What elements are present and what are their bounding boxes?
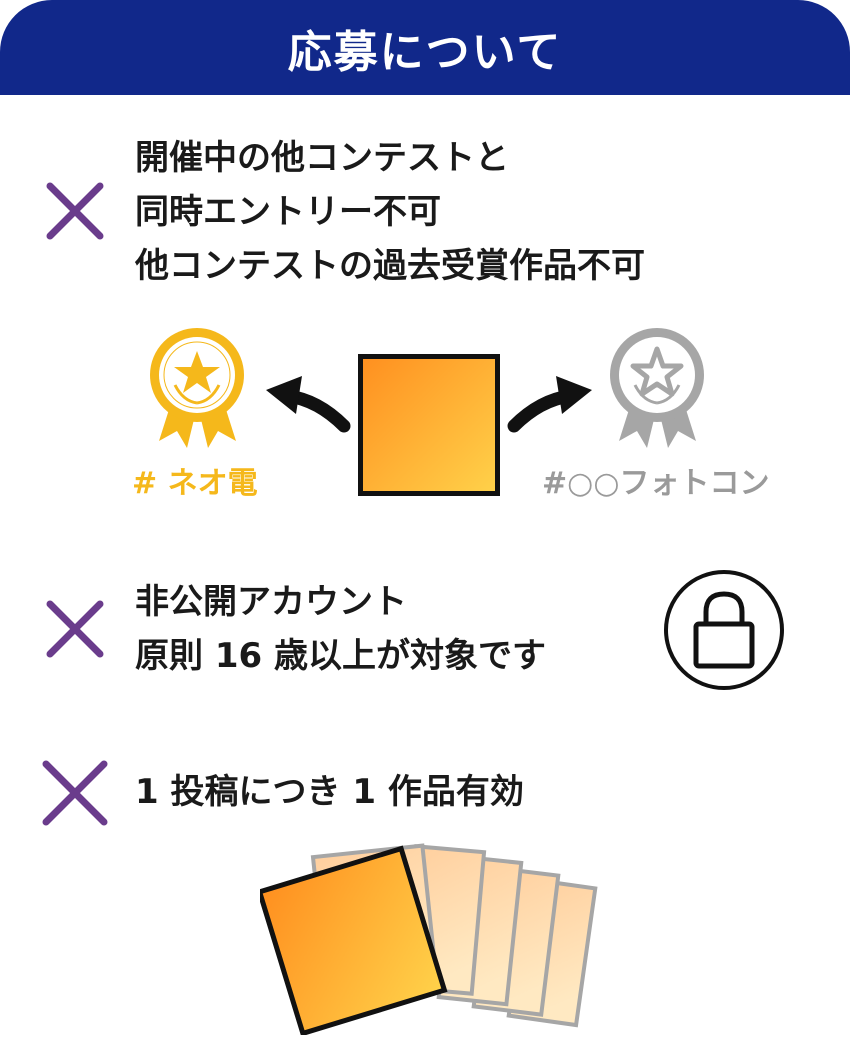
rule-2-line-2: 原則 16 歳以上が対象です	[135, 636, 546, 676]
section-header	[0, 0, 850, 95]
photo-stack-illustration	[260, 843, 598, 1035]
rule-1-line-3: 他コンテストの過去受賞作品不可	[135, 246, 645, 286]
rule-3-text: 1 投稿につき 1 作品有効	[135, 765, 524, 819]
rule-2-text: 非公開アカウント 原則 16 歳以上が対象です	[135, 575, 546, 683]
rule-1-line-1: 開催中の他コンテストと	[135, 138, 509, 178]
rule-1-text: 開催中の他コンテストと 同時エントリー不可 他コンテストの過去受賞作品不可	[135, 131, 645, 293]
rule-1-line-2: 同時エントリー不可	[135, 192, 441, 232]
arrow-left-icon	[266, 376, 351, 433]
gold-medal-icon	[150, 328, 244, 448]
rule-3-line-1: 1 投稿につき 1 作品有効	[135, 772, 524, 812]
rule-2-line-1: 非公開アカウント	[135, 582, 407, 622]
page-title: 応募について	[287, 26, 563, 78]
medal-left-tag: # ネオ電	[132, 466, 258, 501]
cross-icon	[46, 600, 104, 658]
cross-icon	[46, 182, 104, 240]
lock-icon	[664, 570, 784, 690]
photo-frame	[358, 354, 500, 496]
cross-icon	[42, 760, 108, 826]
arrow-right-icon	[507, 376, 592, 433]
silver-medal-icon	[610, 328, 704, 448]
medal-right-tag: #○○フォトコン	[542, 466, 770, 501]
